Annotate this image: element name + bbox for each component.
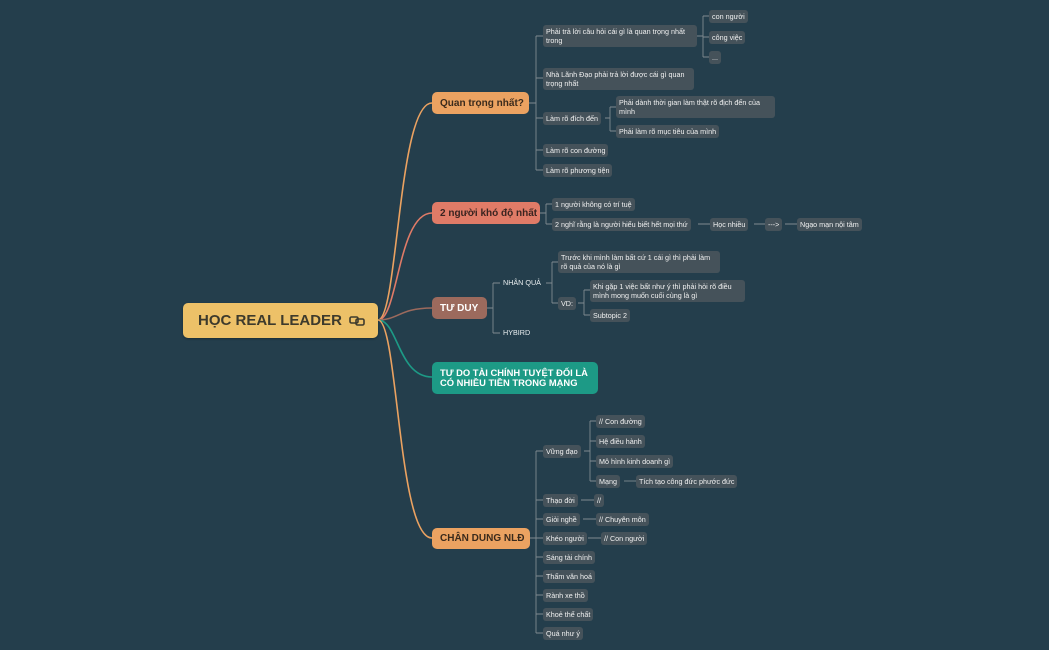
topic-lam-ro-phuong-tien[interactable]: Làm rõ phương tiện	[543, 164, 613, 177]
topic-nhan-qua[interactable]: NHÂN QUẢ	[503, 278, 541, 287]
branch-label: CHÂN DUNG NLĐ	[440, 533, 525, 544]
branch-tu-do-tai-chinh[interactable]: TƯ DO TÀI CHÍNH TUYỆT ĐỐI LÀ CÓ NHIỀU TI…	[432, 362, 598, 394]
topic-sang-tai-chinh[interactable]: Sáng tài chính	[543, 551, 595, 564]
topic-ellipsis[interactable]: ...	[709, 51, 721, 64]
topic-arrow[interactable]: --->	[765, 218, 783, 231]
edge-root-b5	[377, 319, 433, 539]
branch-quan-trong-nhat[interactable]: Quan trọng nhất?	[432, 92, 529, 114]
topic-1-nguoi-khong-tri-tue[interactable]: 1 người không có trí tuệ	[552, 198, 635, 211]
topic-he-dieu-hanh[interactable]: Hệ điều hành	[596, 435, 645, 448]
topic-con-duong[interactable]: // Con đường	[596, 415, 645, 428]
topic-gioi-nghe[interactable]: Giỏi nghề	[543, 513, 580, 526]
edge-root-b4	[377, 319, 433, 378]
branch-chan-dung-nld[interactable]: CHÂN DUNG NLĐ	[432, 528, 530, 549]
topic-tich-tao-cong-duc[interactable]: Tích tạo công đức phước đức	[636, 475, 738, 488]
topic-con-nguoi[interactable]: con người	[709, 10, 748, 23]
edge-root-b1	[377, 102, 433, 321]
topic-kheo-nguoi[interactable]: Khéo người	[543, 532, 587, 545]
topic-ranh-xe-tho[interactable]: Rành xe thồ	[543, 589, 588, 602]
branch-label: 2 người khó độ nhất	[440, 207, 538, 219]
topic-phai-lam-ro-muc-tieu[interactable]: Phải làm rõ mục tiêu của mình	[616, 125, 720, 138]
topic-lam-ro-con-duong[interactable]: Làm rõ con đường	[543, 144, 609, 157]
branch-label: TƯ DO TÀI CHÍNH TUYỆT ĐỐI LÀ CÓ NHIỀU TI…	[440, 367, 588, 388]
topic-phai-danh-thoi-gian[interactable]: Phải dành thời gian làm thật rõ địch đến…	[616, 96, 775, 118]
topic-khoe-the-chat[interactable]: Khoẻ thể chất	[543, 608, 594, 621]
edge-root-b3	[377, 307, 433, 321]
topic-subtopic-2[interactable]: Subtopic 2	[590, 309, 630, 322]
topic-vd[interactable]: VD:	[558, 297, 576, 310]
topic-cong-viec[interactable]: công việc	[709, 31, 746, 44]
branch-label: TƯ DUY	[440, 302, 479, 314]
branch-tu-duy[interactable]: TƯ DUY	[432, 297, 487, 319]
edge-root-b2	[377, 212, 433, 321]
root-topic[interactable]: HỌC REAL LEADER	[183, 303, 378, 338]
topic-hybird[interactable]: HYBIRD	[503, 328, 531, 337]
topic-vung-dao[interactable]: Vững đạo	[543, 445, 581, 458]
root-title: HỌC REAL LEADER	[198, 312, 342, 329]
topic-nha-lanh-dao[interactable]: Nhà Lãnh Đạo phải trả lời được cái gì qu…	[543, 68, 694, 90]
topic-mang[interactable]: Mạng	[596, 475, 620, 488]
topic-lam-ro-dich-den[interactable]: Làm rõ đích đến	[543, 112, 601, 125]
topic-tham-van-hoa[interactable]: Thấm văn hoá	[543, 570, 595, 583]
branch-2-nguoi-kho-do[interactable]: 2 người khó độ nhất	[432, 202, 540, 224]
topic-qua-nhu-y[interactable]: Quá như ý	[543, 627, 583, 640]
topic-thao-doi[interactable]: Thạo đời	[543, 494, 578, 507]
topic-ngao-man-noi-tam[interactable]: Ngạo mạn nội tâm	[797, 218, 862, 231]
topic-hoc-nhieu[interactable]: Học nhiều	[710, 218, 749, 231]
topic-truoc-khi-minh-lam[interactable]: Trước khi mình làm bất cứ 1 cái gì thì p…	[558, 251, 720, 273]
branch-label: Quan trọng nhất?	[440, 97, 524, 109]
topic-kheo-nguoi-note[interactable]: // Con người	[601, 532, 648, 545]
topic-phai-tra-loi[interactable]: Phải trả lời câu hỏi cái gì là quan trọn…	[543, 25, 697, 47]
topic-thao-doi-note[interactable]: //	[594, 494, 604, 507]
topic-2-nghi-rang[interactable]: 2 nghĩ rằng là người hiểu biết hết mọi t…	[552, 218, 691, 231]
topic-chuyen-mon[interactable]: // Chuyên môn	[596, 513, 649, 526]
link-icon[interactable]	[349, 315, 365, 327]
topic-khi-gap-1-viec[interactable]: Khi gặp 1 việc bất như ý thì phải hỏi rõ…	[590, 280, 745, 302]
topic-mo-hinh-kinh-doanh[interactable]: Mô hình kinh doanh gì	[596, 455, 674, 468]
